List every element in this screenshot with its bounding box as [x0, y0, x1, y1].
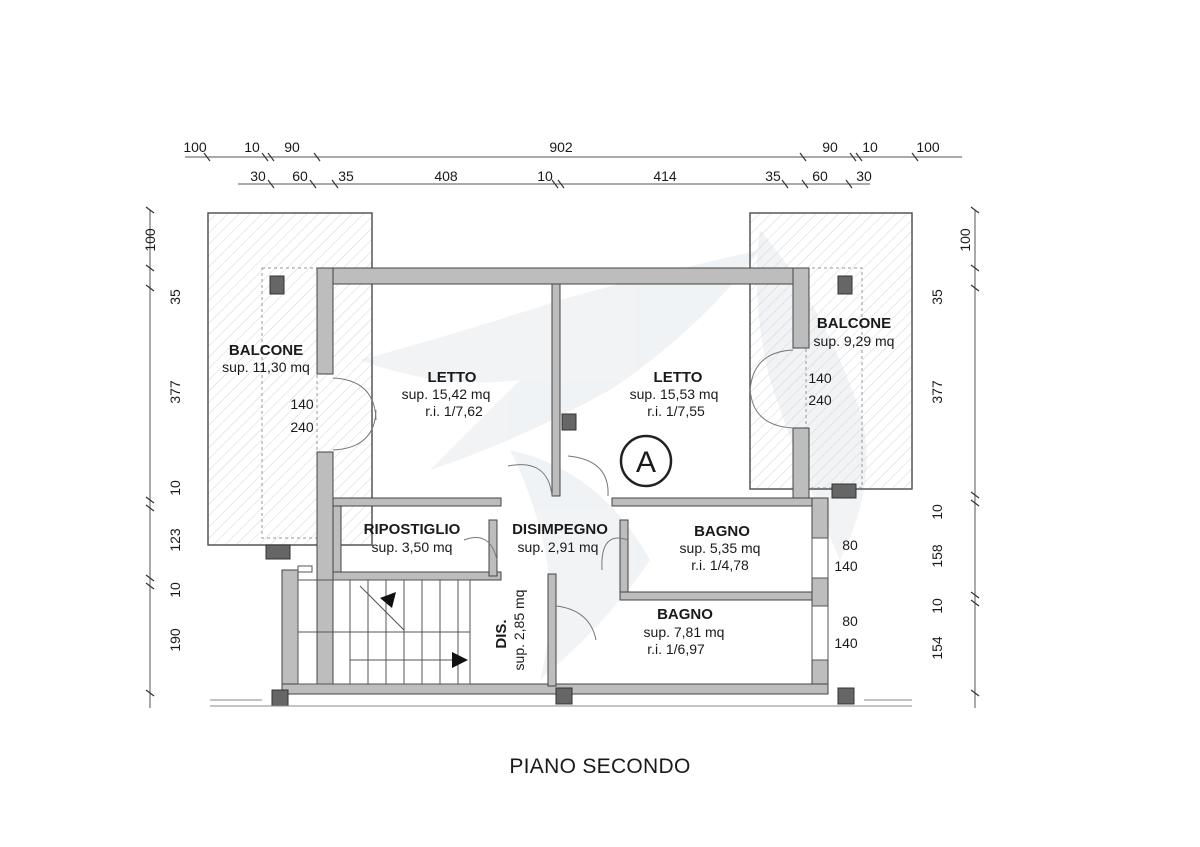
dim-top2-1: 30 [250, 168, 266, 184]
room-letto-right-area: sup. 15,53 mq [630, 386, 719, 402]
dimension-ticks [145, 152, 980, 697]
unit-marker-circle [619, 434, 673, 488]
room-letto-right-name: LETTO [654, 369, 703, 386]
room-balcone-right-area: sup. 9,29 mq [814, 333, 895, 349]
dim-left-7: 190 [167, 628, 183, 652]
dim-left-6: 10 [167, 582, 183, 598]
dim-right-2: 35 [929, 289, 945, 305]
opening-bagno-lower-height: 140 [834, 635, 858, 651]
dim-top2-5: 10 [537, 168, 553, 184]
room-bagno-upper-area: sup. 5,35 mq [680, 540, 761, 556]
unit-marker-label: A [636, 446, 656, 479]
dim-top-1: 100 [183, 139, 207, 155]
plan-continuation [210, 699, 912, 707]
room-letto-left-name: LETTO [428, 369, 477, 386]
room-ripostiglio-name: RIPOSTIGLIO [364, 521, 461, 538]
structural-pillars [265, 275, 857, 707]
dim-right-4: 10 [929, 504, 945, 520]
dim-top-7: 100 [916, 139, 940, 155]
dim-left-2: 35 [167, 289, 183, 305]
balcony-left-outline [207, 212, 373, 546]
room-disimpegno-area: sup. 2,91 mq [518, 539, 599, 555]
dim-top-2: 10 [244, 139, 260, 155]
room-letto-left-area: sup. 15,42 mq [402, 386, 491, 402]
dim-left-3: 377 [167, 380, 183, 404]
opening-right-height: 240 [808, 392, 832, 408]
opening-bagno-lower-width: 80 [842, 613, 858, 629]
dim-right-7: 154 [929, 636, 945, 660]
opening-bagno-upper-width: 80 [842, 537, 858, 553]
room-bagno-upper-name: BAGNO [694, 523, 750, 540]
dim-left-5: 123 [167, 528, 183, 552]
floor-title: PIANO SECONDO [509, 755, 691, 778]
dim-right-5: 158 [929, 544, 945, 568]
opening-left-width: 140 [290, 396, 314, 412]
window-markers [297, 537, 829, 661]
dim-top-6: 10 [862, 139, 878, 155]
dim-left-4: 10 [167, 480, 183, 496]
dim-top2-6: 414 [653, 168, 677, 184]
dim-top2-8: 60 [812, 168, 828, 184]
room-balcone-right-name: BALCONE [817, 315, 891, 332]
dim-top2-3: 35 [338, 168, 354, 184]
room-disimpegno-name: DISIMPEGNO [512, 521, 608, 538]
dim-right-3: 377 [929, 380, 945, 404]
room-ripostiglio-area: sup. 3,50 mq [372, 539, 453, 555]
dim-right-6: 10 [929, 598, 945, 614]
dim-top2-2: 60 [292, 168, 308, 184]
room-letto-right-ratio: r.i. 1/7,55 [647, 403, 705, 419]
door-swings [332, 349, 794, 641]
dim-top-4: 902 [549, 139, 573, 155]
room-balcone-left-area: sup. 11,30 mq [222, 359, 310, 375]
dimension-lines [149, 156, 976, 708]
dim-top2-7: 35 [765, 168, 781, 184]
staircase [297, 579, 471, 685]
opening-bagno-upper-height: 140 [834, 558, 858, 574]
room-dis-area: sup. 2,85 mq [511, 590, 527, 671]
opening-left-height: 240 [290, 419, 314, 435]
room-dis-name: DIS. [493, 619, 510, 648]
room-letto-left-ratio: r.i. 1/7,62 [425, 403, 483, 419]
dim-top2-4: 408 [434, 168, 458, 184]
dim-top-3: 90 [284, 139, 300, 155]
room-bagno-lower-ratio: r.i. 1/6,97 [647, 641, 705, 657]
room-bagno-lower-area: sup. 7,81 mq [644, 624, 725, 640]
balcony-right-outline [749, 212, 913, 490]
opening-right-width: 140 [808, 370, 832, 386]
dim-left-1: 100 [142, 228, 158, 252]
room-balcone-left-name: BALCONE [229, 342, 303, 359]
dim-top2-9: 30 [856, 168, 872, 184]
room-bagno-lower-name: BAGNO [657, 606, 713, 623]
dim-right-1: 100 [957, 228, 973, 252]
room-bagno-upper-ratio: r.i. 1/4,78 [691, 557, 749, 573]
dim-top-5: 90 [822, 139, 838, 155]
